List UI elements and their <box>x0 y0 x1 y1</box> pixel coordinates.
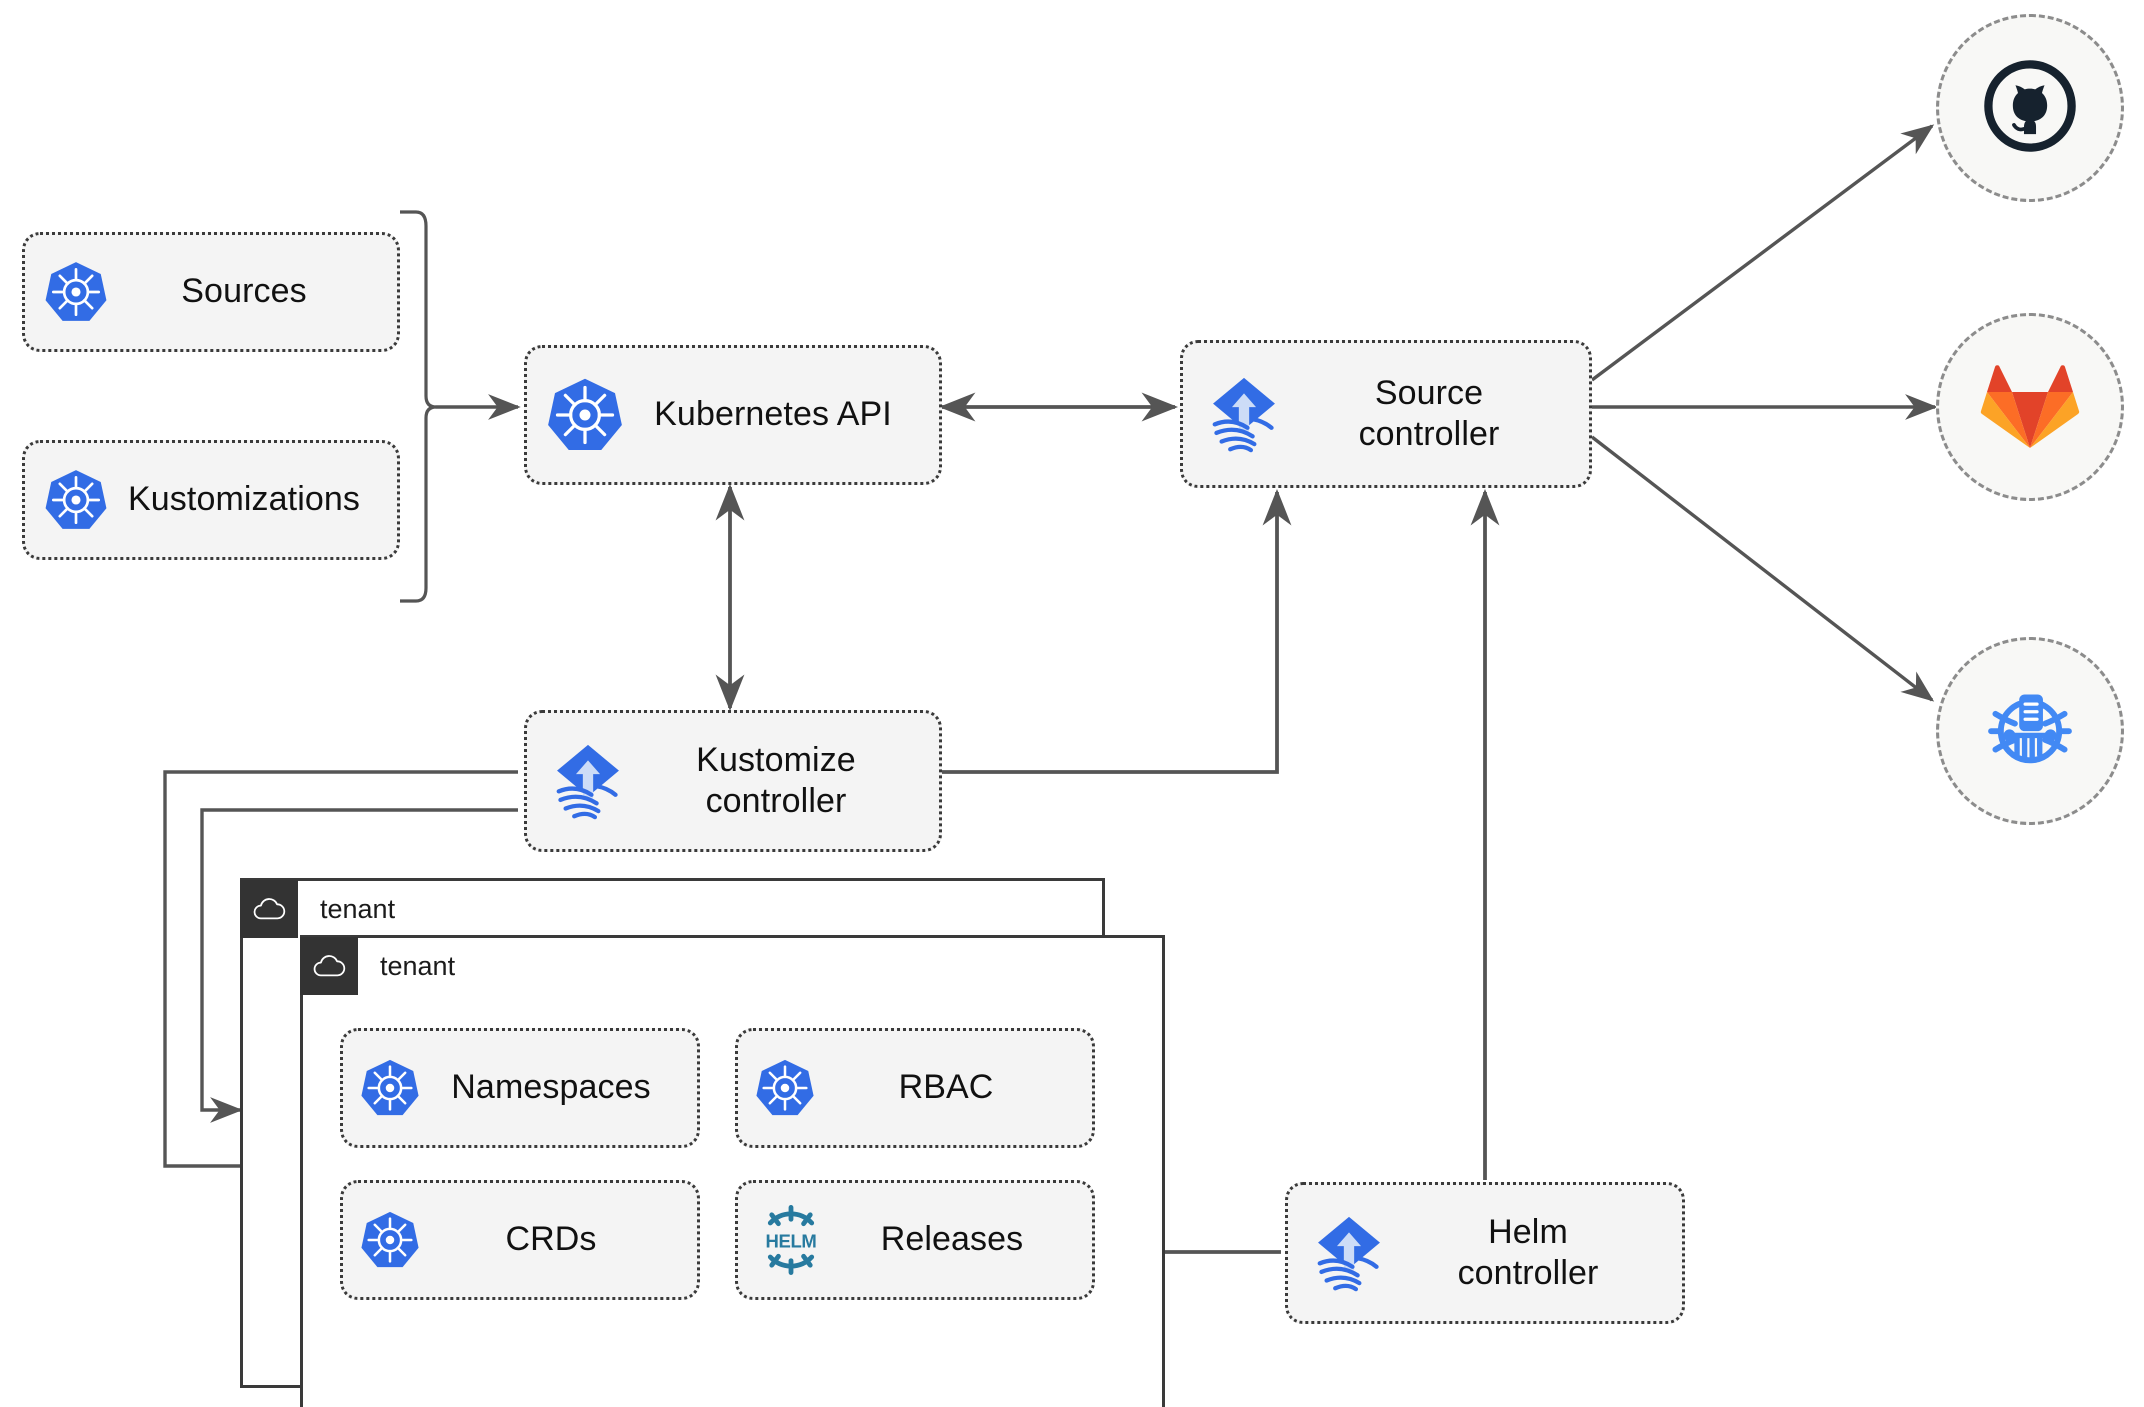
gitlab-icon <box>1980 358 2080 457</box>
flux-icon <box>1306 1210 1392 1296</box>
kubernetes-icon <box>545 375 625 455</box>
edge-kustomizecontroller-tenant-back <box>163 770 518 1179</box>
node-releases[interactable]: HELM Releases <box>735 1180 1095 1300</box>
kubernetes-icon <box>43 467 109 533</box>
cloud-icon <box>300 936 358 995</box>
flux-icon <box>1201 371 1287 457</box>
node-kubernetes-api[interactable]: Kubernetes API <box>524 345 942 485</box>
tenant-title: tenant <box>380 950 456 981</box>
edge-kustomizecontroller-tenant-front <box>200 808 518 1123</box>
kubernetes-icon <box>359 1209 421 1271</box>
node-crds-label: CRDs <box>505 1220 597 1259</box>
flux-icon <box>545 738 631 824</box>
node-sources[interactable]: Sources <box>22 232 400 352</box>
harbor-icon <box>1976 675 2084 788</box>
node-helm-controller-label: Helm controller <box>1457 1212 1599 1292</box>
node-helm-controller[interactable]: Helm controller <box>1285 1182 1685 1324</box>
kubernetes-icon <box>359 1057 421 1119</box>
tenant-header: tenant <box>240 879 1102 939</box>
node-namespaces-label: Namespaces <box>451 1068 651 1107</box>
source-group-bracket <box>400 210 437 603</box>
edge-sourcecontroller-harbor <box>1590 435 1935 702</box>
node-source-controller[interactable]: Source controller <box>1180 340 1592 488</box>
node-sources-label: Sources <box>181 272 307 311</box>
node-kustomize-controller-label: Kustomize controller <box>696 740 856 820</box>
tenant-header: tenant <box>300 936 1162 996</box>
kubernetes-icon <box>754 1057 816 1119</box>
provider-harbor[interactable] <box>1936 637 2124 825</box>
helm-icon: HELM <box>754 1203 828 1277</box>
node-releases-label: Releases <box>880 1220 1024 1259</box>
provider-gitlab[interactable] <box>1936 313 2124 501</box>
kubernetes-icon <box>43 259 109 325</box>
node-kustomizations[interactable]: Kustomizations <box>22 440 400 560</box>
svg-text:HELM: HELM <box>766 1230 817 1251</box>
provider-github[interactable] <box>1936 14 2124 202</box>
github-icon <box>1978 54 2082 163</box>
node-kustomizations-label: Kustomizations <box>128 480 360 519</box>
node-namespaces[interactable]: Namespaces <box>340 1028 700 1148</box>
cloud-icon <box>240 879 298 938</box>
node-rbac-label: RBAC <box>898 1068 994 1107</box>
node-crds[interactable]: CRDs <box>340 1180 700 1300</box>
node-source-controller-label: Source controller <box>1358 373 1500 453</box>
tenant-card-front[interactable]: tenant <box>300 935 1165 1407</box>
node-kustomize-controller[interactable]: Kustomize controller <box>524 710 942 852</box>
node-rbac[interactable]: RBAC <box>735 1028 1095 1148</box>
edge-sourcecontroller-github <box>1590 124 1935 382</box>
edge-kustomizecontroller-sourcecontroller <box>942 488 1292 774</box>
tenant-title: tenant <box>320 893 396 924</box>
node-kubernetes-api-label: Kubernetes API <box>654 395 892 434</box>
